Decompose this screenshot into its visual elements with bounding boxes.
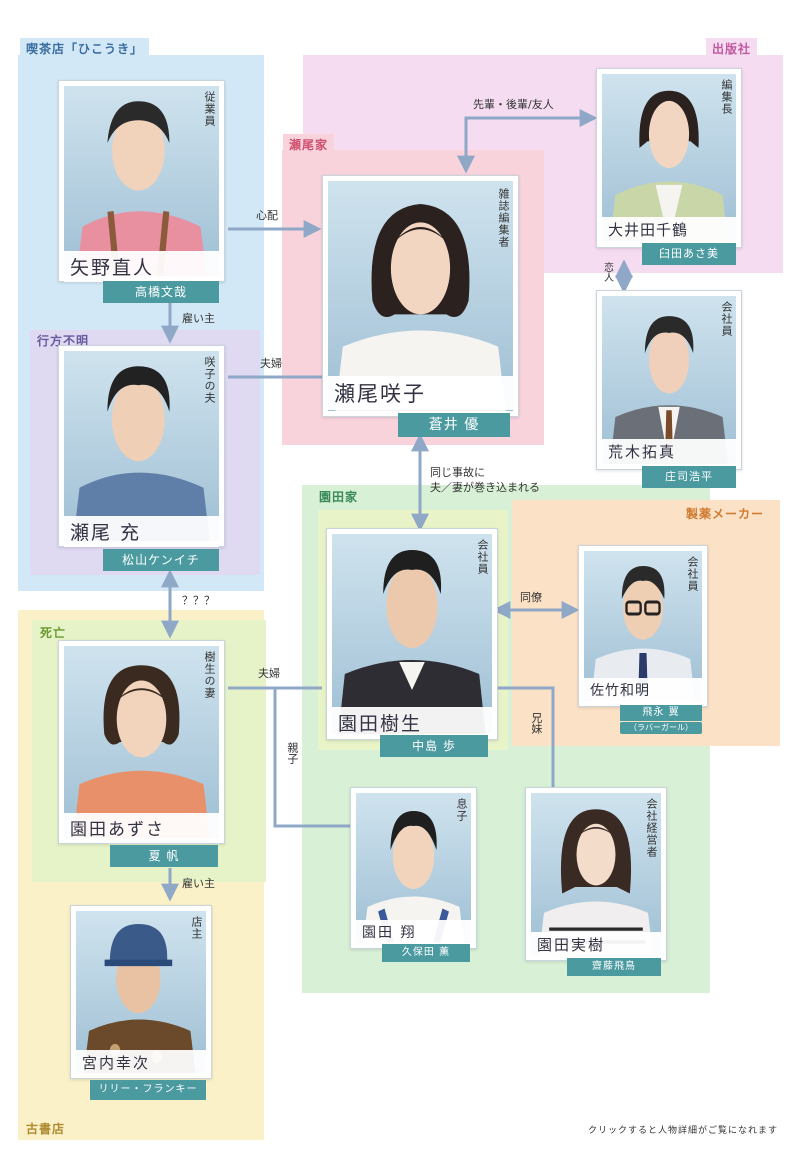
- actor-sub-satake: （ラバーガール）: [620, 722, 702, 734]
- portrait-photo: [76, 911, 206, 1073]
- character-name: 大井田千鶴: [602, 217, 736, 242]
- actor-name-sonoda-sho: 久保田 薫: [382, 944, 470, 962]
- portrait-photo: [64, 86, 219, 276]
- character-role: 店主: [190, 916, 203, 940]
- character-role: 編集長: [720, 79, 733, 115]
- character-card-sonoda-sho[interactable]: 息子 園田 翔: [350, 787, 477, 949]
- character-card-miyauchi[interactable]: 店主 宮内幸次: [70, 905, 212, 1079]
- relation-senpai: 先輩・後輩/友人: [473, 98, 554, 111]
- character-role: 樹生の妻: [203, 651, 216, 699]
- character-name: 荒木拓真: [602, 439, 736, 464]
- actor-name-sonoda-itsuki: 中島 歩: [380, 735, 488, 757]
- relation-yatoinushi-2: 雇い主: [182, 877, 215, 890]
- relation-yatoinushi-1: 雇い主: [182, 312, 215, 325]
- character-card-sonoda-azusa[interactable]: 樹生の妻 園田あずさ: [58, 640, 225, 844]
- character-card-yano[interactable]: 従業員 矢野直人: [58, 80, 225, 282]
- character-card-seo-sakiko[interactable]: 雑誌編集者 瀬尾咲子: [322, 175, 519, 417]
- actor-name-seo-mitsuru: 松山ケンイチ: [103, 549, 219, 571]
- footer-note: クリックすると人物詳細がご覧になれます: [587, 1126, 778, 1136]
- relation-unknown: ？？？: [182, 594, 215, 607]
- portrait-photo: [328, 181, 513, 411]
- portrait-photo: [531, 793, 661, 955]
- character-card-oida[interactable]: 編集長 大井田千鶴: [596, 68, 742, 248]
- relation-douryou: 同僚: [520, 591, 542, 604]
- relation-oyako: 親子: [285, 742, 299, 764]
- portrait-photo: [64, 646, 219, 838]
- actor-name-sonoda-azusa: 夏 帆: [110, 845, 218, 867]
- character-name: 瀬尾 充: [64, 516, 219, 547]
- character-name: 瀬尾咲子: [328, 376, 513, 410]
- character-name: 園田あずさ: [64, 813, 219, 842]
- character-role: 会社員: [476, 539, 489, 575]
- zone-label-publisher: 出版社: [706, 38, 758, 59]
- actor-name-oida: 臼田あさ美: [642, 243, 736, 265]
- zone-label-pharma: 製薬メーカー: [680, 503, 771, 524]
- line-oyako: [273, 688, 350, 828]
- zone-label-seo: 瀬尾家: [283, 134, 335, 155]
- character-card-seo-mitsuru[interactable]: 咲子の夫 瀬尾 充: [58, 345, 225, 547]
- relation-fuufu-2: 夫婦: [258, 667, 280, 680]
- portrait-photo: [332, 534, 492, 734]
- character-name: 園田樹生: [332, 707, 492, 738]
- zone-label-bookstore: 古書店: [20, 1118, 72, 1139]
- character-name: 矢野直人: [64, 251, 219, 282]
- actor-name-sonoda-minori: 齋藤飛鳥: [567, 958, 661, 976]
- actor-name-miyauchi: リリー・フランキー: [90, 1080, 206, 1100]
- character-role: 雑誌編集者: [497, 188, 510, 248]
- character-card-araki[interactable]: 会社員 荒木拓真: [596, 290, 742, 470]
- line-kyoudai: [496, 686, 555, 787]
- relation-shinpai: 心配: [256, 209, 278, 222]
- character-role: 会社員: [686, 556, 699, 592]
- character-role: 息子: [455, 798, 468, 822]
- portrait-photo: [64, 351, 219, 541]
- character-card-sonoda-minori[interactable]: 会社経営者 園田実樹: [525, 787, 667, 961]
- character-name: 宮内幸次: [76, 1050, 206, 1075]
- relation-kyoudai: 兄妹: [529, 712, 543, 734]
- zone-label-dead: 死亡: [34, 622, 73, 643]
- character-role: 咲子の夫: [203, 356, 216, 404]
- line-senpai: [457, 109, 598, 174]
- actor-name-seo-sakiko: 蒼井 優: [398, 413, 510, 437]
- character-name: 園田 翔: [356, 920, 471, 944]
- actor-name-satake: 飛永 翼: [620, 705, 702, 721]
- actor-name-araki: 庄司浩平: [642, 466, 736, 488]
- relation-accident: 同じ事故に 夫／妻が巻き込まれる: [430, 466, 540, 494]
- relation-koibito: 恋人: [601, 262, 613, 282]
- character-name: 園田実樹: [531, 932, 661, 957]
- character-role: 会社員: [720, 301, 733, 337]
- actor-name-yano: 高橋文哉: [103, 281, 219, 303]
- character-card-sonoda-itsuki[interactable]: 会社員 園田樹生: [326, 528, 498, 740]
- zone-label-cafe: 喫茶店「ひこうき」: [20, 38, 150, 59]
- character-role: 従業員: [203, 91, 216, 127]
- relation-fuufu-1: 夫婦: [260, 357, 282, 370]
- portrait-photo: [356, 793, 471, 943]
- character-card-satake[interactable]: 会社員 佐竹和明: [578, 545, 708, 707]
- character-role: 会社経営者: [645, 798, 658, 858]
- zone-label-sonoda: 園田家: [313, 486, 365, 507]
- character-name: 佐竹和明: [584, 678, 702, 702]
